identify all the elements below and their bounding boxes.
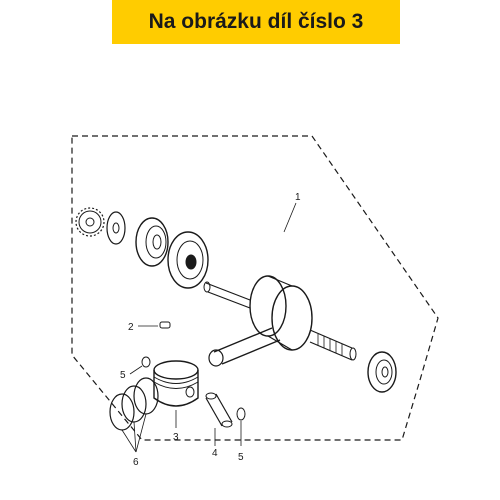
- sprocket-gear: [75, 207, 105, 237]
- callout-6: 6: [133, 457, 139, 468]
- assembly-boundary: [71, 135, 439, 441]
- circlip-left: [129, 356, 151, 375]
- piston: [153, 360, 199, 428]
- title-banner: Na obrázku díl číslo 3: [112, 0, 400, 44]
- right-bearing: [367, 351, 397, 393]
- leader-line-1: [283, 202, 297, 233]
- callout-5-left: 5: [120, 370, 126, 381]
- banner-title: Na obrázku díl číslo 3: [148, 10, 364, 33]
- callout-1: 1: [295, 192, 301, 203]
- callout-3: 3: [173, 432, 179, 443]
- callout-5-right: 5: [238, 452, 244, 463]
- washer: [106, 211, 126, 245]
- piston-ring-set: [109, 377, 159, 453]
- piston-pin: [205, 392, 233, 446]
- pin: [138, 321, 171, 329]
- callout-2: 2: [128, 322, 134, 333]
- oil-seal: [167, 231, 209, 289]
- circlip-right: [236, 407, 246, 446]
- callout-4: 4: [212, 448, 218, 459]
- crankshaft: [203, 275, 357, 367]
- left-bearing: [135, 217, 169, 267]
